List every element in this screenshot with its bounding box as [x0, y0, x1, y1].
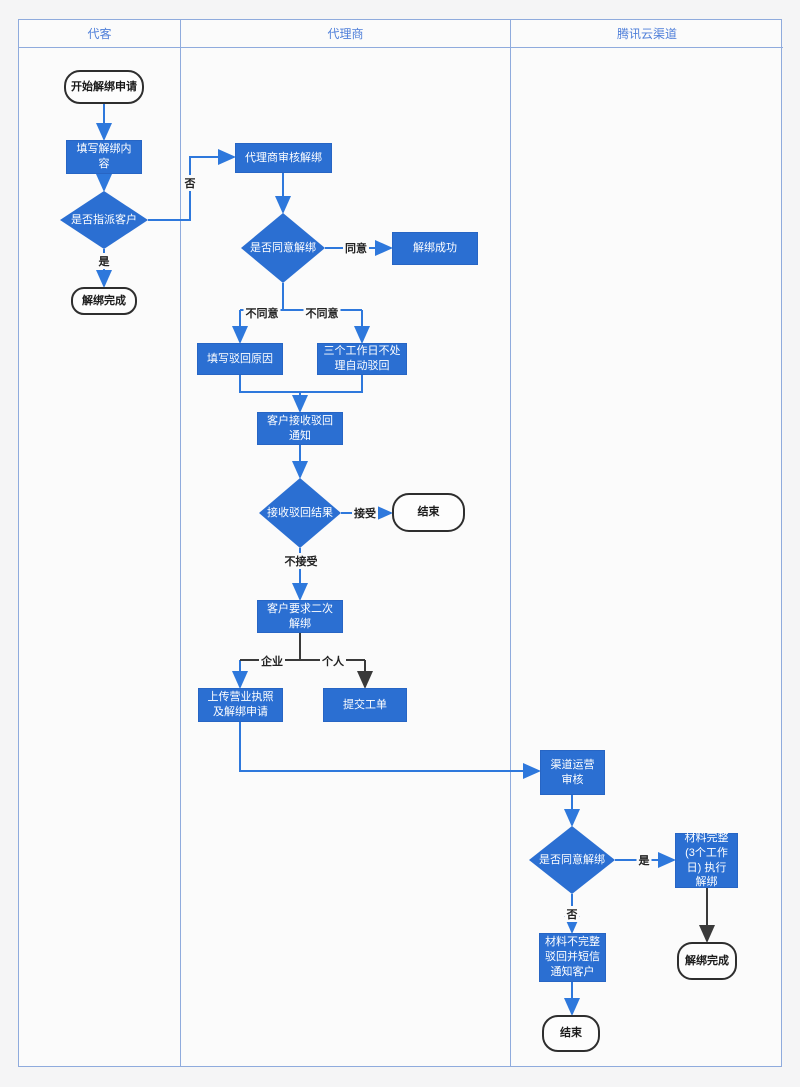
edge-label-accept: 接受	[352, 505, 378, 521]
edge-label-enterprise: 企业	[259, 653, 285, 669]
swimlane-board: 代客 代理商 腾讯云渠道	[18, 19, 783, 1067]
node-end-1: 结束	[392, 493, 465, 532]
lane-customer	[19, 20, 181, 1066]
lane-header-tencent-channel: 腾讯云渠道	[511, 20, 783, 48]
node-end-2: 结束	[542, 1015, 600, 1052]
lane-header-agent: 代理商	[181, 20, 511, 48]
lane-header-tencent-channel-label: 腾讯云渠道	[616, 27, 677, 41]
node-auto-reject: 三个工作日不处 理自动驳回	[317, 343, 407, 375]
node-receive-reject-notice: 客户接收驳回 通知	[257, 412, 343, 445]
lane-tencent-channel	[511, 20, 783, 1066]
node-unbind-success: 解绑成功	[392, 232, 478, 265]
node-unbind-done-2: 解绑完成	[677, 942, 737, 980]
lane-header-agent-label: 代理商	[327, 27, 364, 41]
edge-label-personal: 个人	[320, 653, 346, 669]
edge-label-yes-1: 是	[96, 253, 112, 269]
edge-label-no-1: 否	[182, 175, 198, 191]
node-unbind-done-1: 解绑完成	[71, 287, 137, 315]
edge-label-no-2: 否	[564, 906, 580, 922]
node-submit-ticket: 提交工单	[323, 688, 407, 722]
node-agent-review: 代理商审核解绑	[235, 143, 332, 173]
edge-label-disagree-right: 不同意	[303, 305, 341, 321]
node-fill-content: 填写解绑内 容	[66, 140, 142, 174]
node-start: 开始解绑申请	[64, 70, 144, 104]
edge-label-agree: 同意	[343, 240, 369, 256]
node-material-complete: 材料完整 (3个工作 日) 执行 解绑	[675, 832, 738, 888]
edge-label-not-accept: 不接受	[282, 553, 320, 569]
node-channel-review: 渠道运营 审核	[540, 750, 605, 795]
node-fill-reject-reason: 填写驳回原因	[197, 343, 283, 375]
edge-label-yes-2: 是	[636, 852, 652, 868]
lane-agent	[181, 20, 511, 1066]
edge-label-disagree-left: 不同意	[243, 305, 281, 321]
lane-header-customer: 代客	[19, 20, 181, 48]
node-material-incomplete: 材料不完整 驳回并短信 通知客户	[539, 933, 606, 982]
node-second-unbind-request: 客户要求二次 解绑	[257, 600, 343, 633]
node-upload-license: 上传营业执照 及解绑申请	[198, 688, 283, 722]
lane-header-customer-label: 代客	[87, 27, 112, 41]
